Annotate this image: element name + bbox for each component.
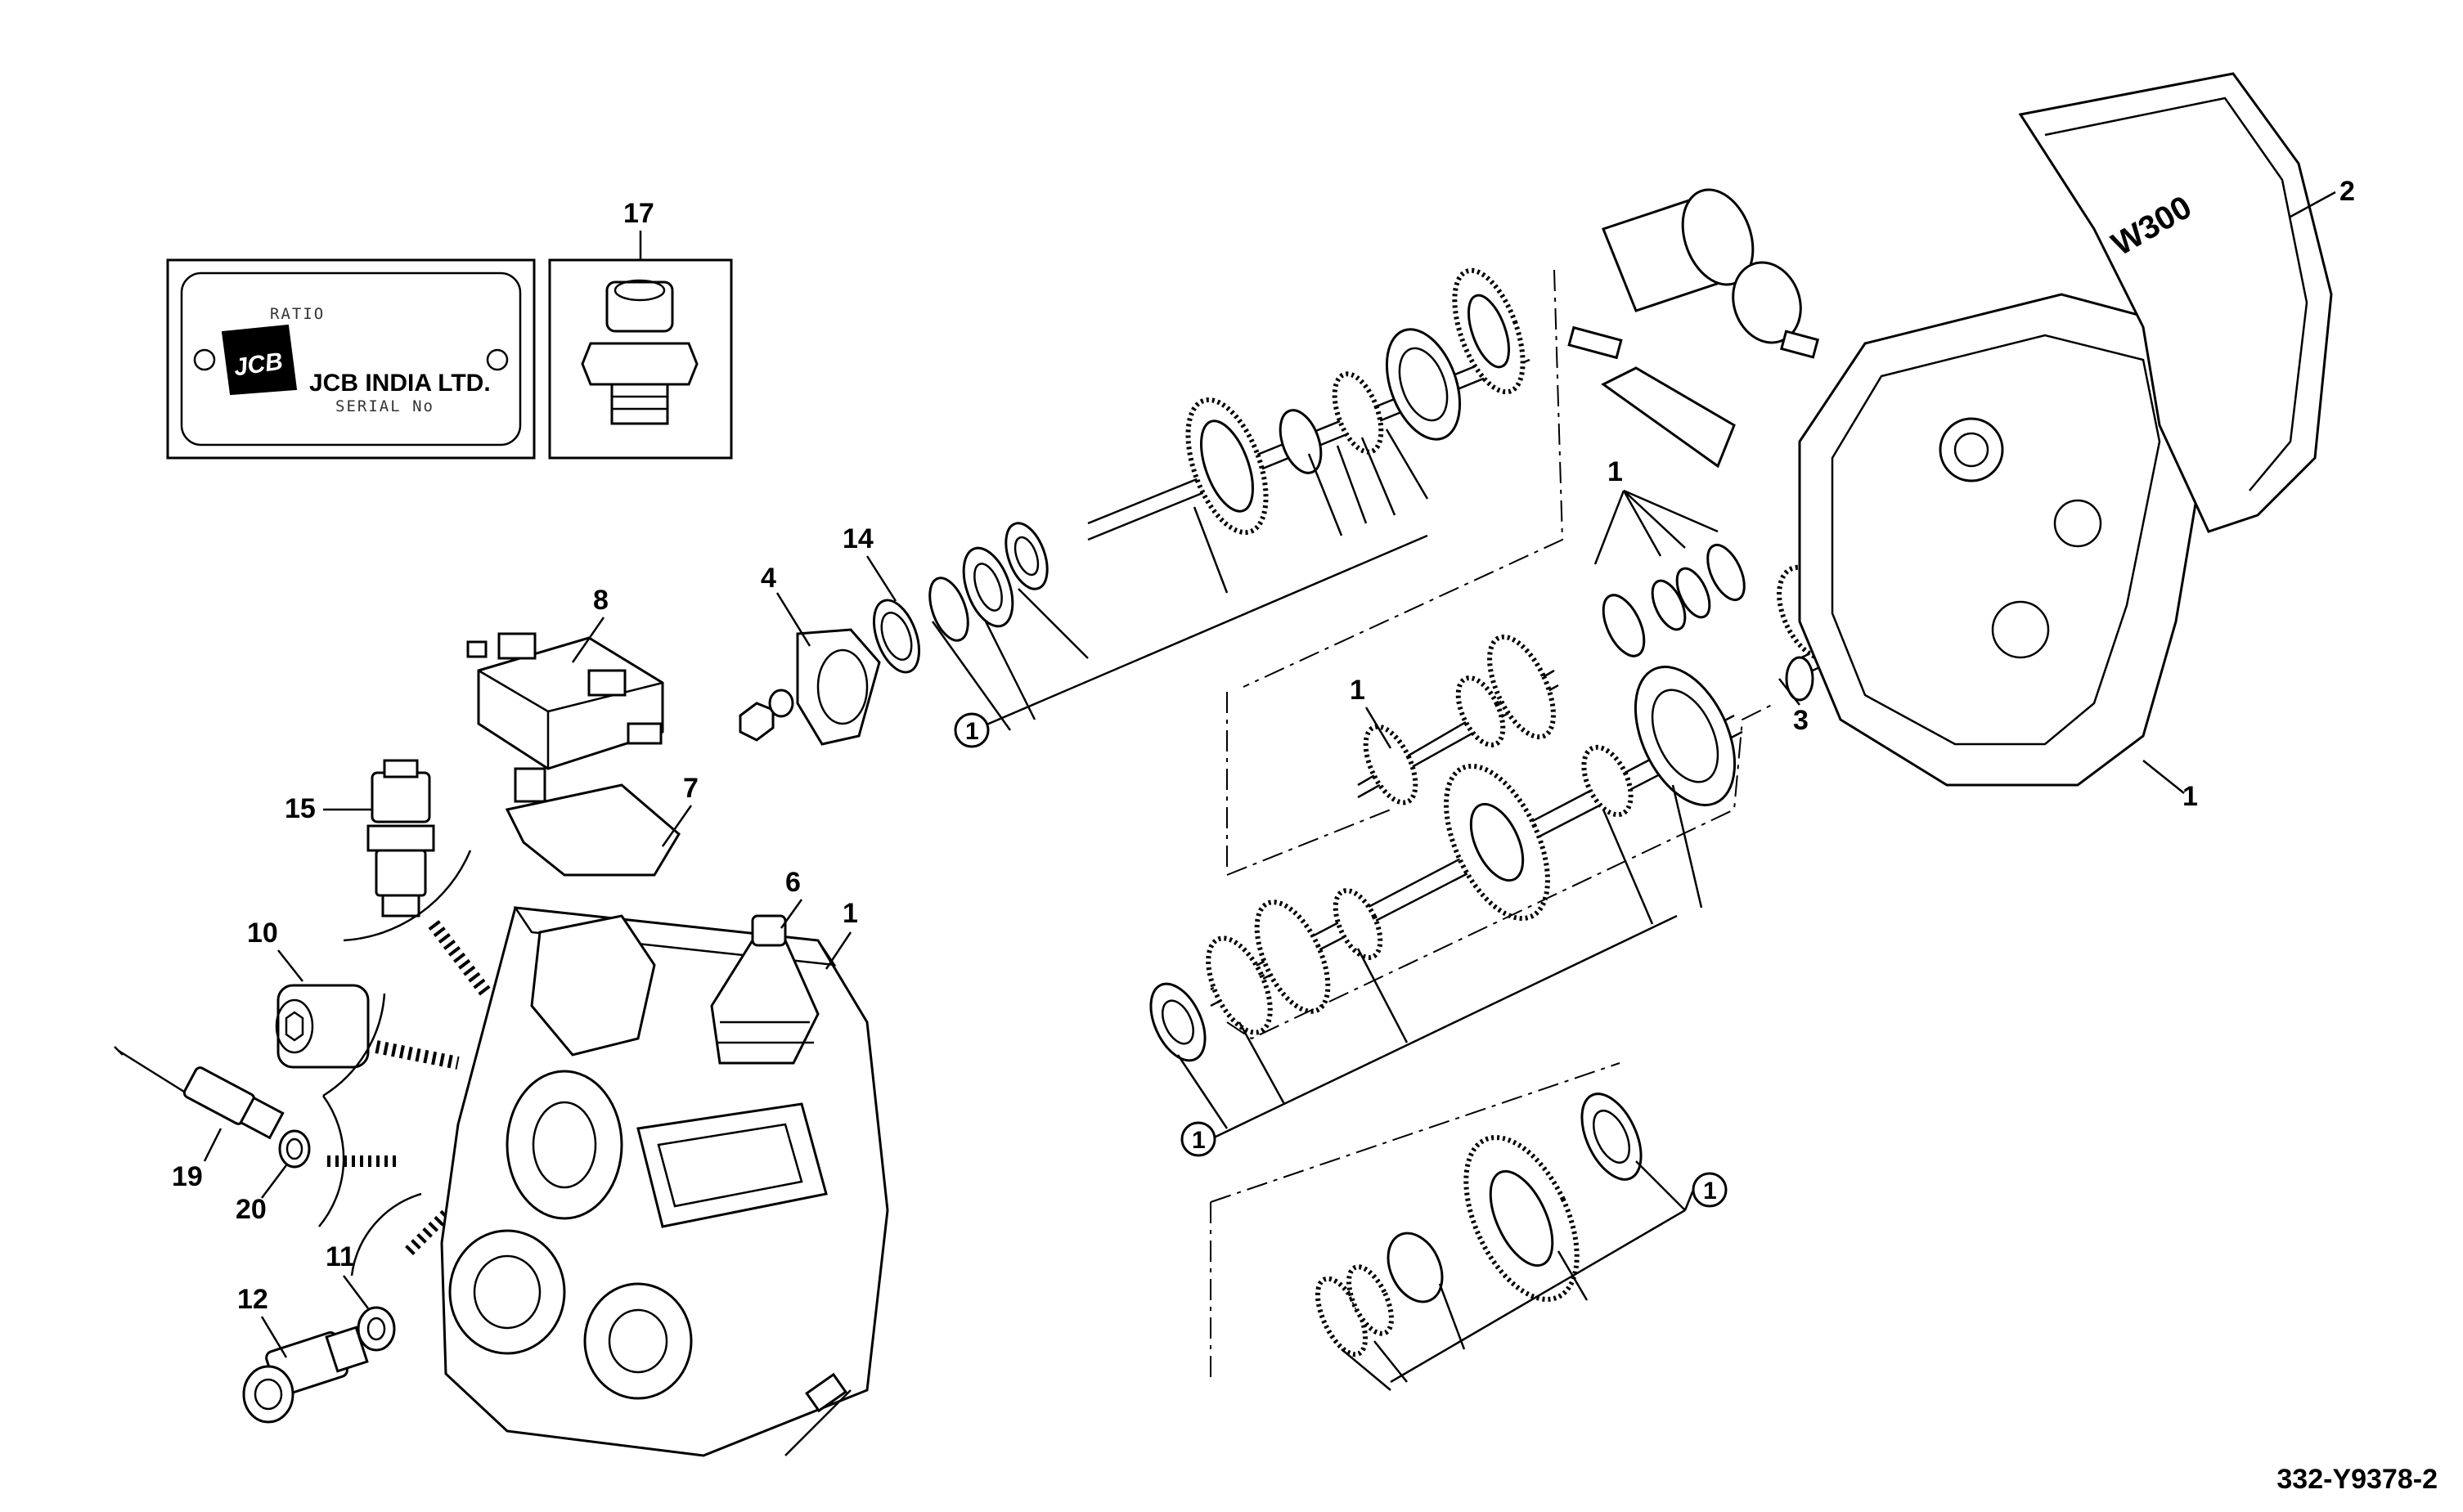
washer-20 [278, 1129, 311, 1169]
callout-20: 20 [236, 1194, 267, 1225]
middle-bundle-leaders [1176, 784, 1703, 1141]
plate-ratio-label: RATIO [270, 305, 325, 323]
callout-17: 17 [623, 198, 654, 229]
callout-1-housing-left: 1 [843, 898, 858, 929]
fitting-17 [548, 231, 733, 460]
washer-11 [357, 1306, 396, 1352]
switch-12 [242, 1326, 369, 1424]
callout-8: 8 [593, 585, 609, 616]
cylinder-parts [1567, 188, 1820, 469]
callout-15: 15 [285, 793, 316, 824]
callout-7: 7 [683, 773, 699, 804]
solenoid-valve-8 [466, 632, 664, 770]
upper-bundle-leaders [931, 428, 1429, 732]
plug-10 [275, 984, 370, 1069]
callout-3: 3 [1793, 705, 1809, 736]
plate-serial-label: SERIAL No [335, 397, 434, 415]
upper-shaft-assembly [873, 267, 1530, 674]
bearing-rings [1602, 543, 1746, 657]
callout-1-housing-right: 1 [2182, 781, 2198, 812]
callout-4: 4 [761, 563, 776, 594]
circled-ref-lower: 1 [1192, 1127, 1206, 1154]
main-bell-housing [1798, 72, 2333, 787]
callout-6: 6 [785, 867, 801, 898]
callout-14: 14 [843, 523, 874, 554]
callout-1-bearings: 1 [1607, 456, 1623, 487]
circled-ref-upper: 1 [965, 718, 979, 745]
callout-1-middle-shaft: 1 [1350, 675, 1365, 706]
callout-12: 12 [237, 1284, 268, 1315]
callout-10: 10 [247, 918, 278, 949]
callout-19: 19 [172, 1161, 203, 1192]
pressure-switch-15 [366, 759, 435, 918]
bottom-gear-assembly [1315, 1092, 1643, 1357]
drawing-number: 332-Y9378-2 [2276, 1464, 2438, 1495]
bracket-7 [505, 767, 681, 877]
plate-brand: JCB INDIA LTD. [309, 370, 491, 397]
flange-yoke-4 [739, 628, 881, 746]
callout-2: 2 [2339, 176, 2355, 207]
middle-shaft-assembly [1149, 634, 1743, 1062]
bottom-bundle-leaders [1341, 1160, 1695, 1391]
circled-ref-bottom: 1 [1703, 1178, 1717, 1205]
sensor-19 [114, 1046, 285, 1140]
left-housing [440, 906, 889, 1457]
jcb-logo: JCB [221, 324, 298, 396]
callout-11: 11 [326, 1241, 355, 1272]
ratio-plate: JCB RATIO JCB INDIA LTD. SERIAL No [166, 258, 536, 460]
